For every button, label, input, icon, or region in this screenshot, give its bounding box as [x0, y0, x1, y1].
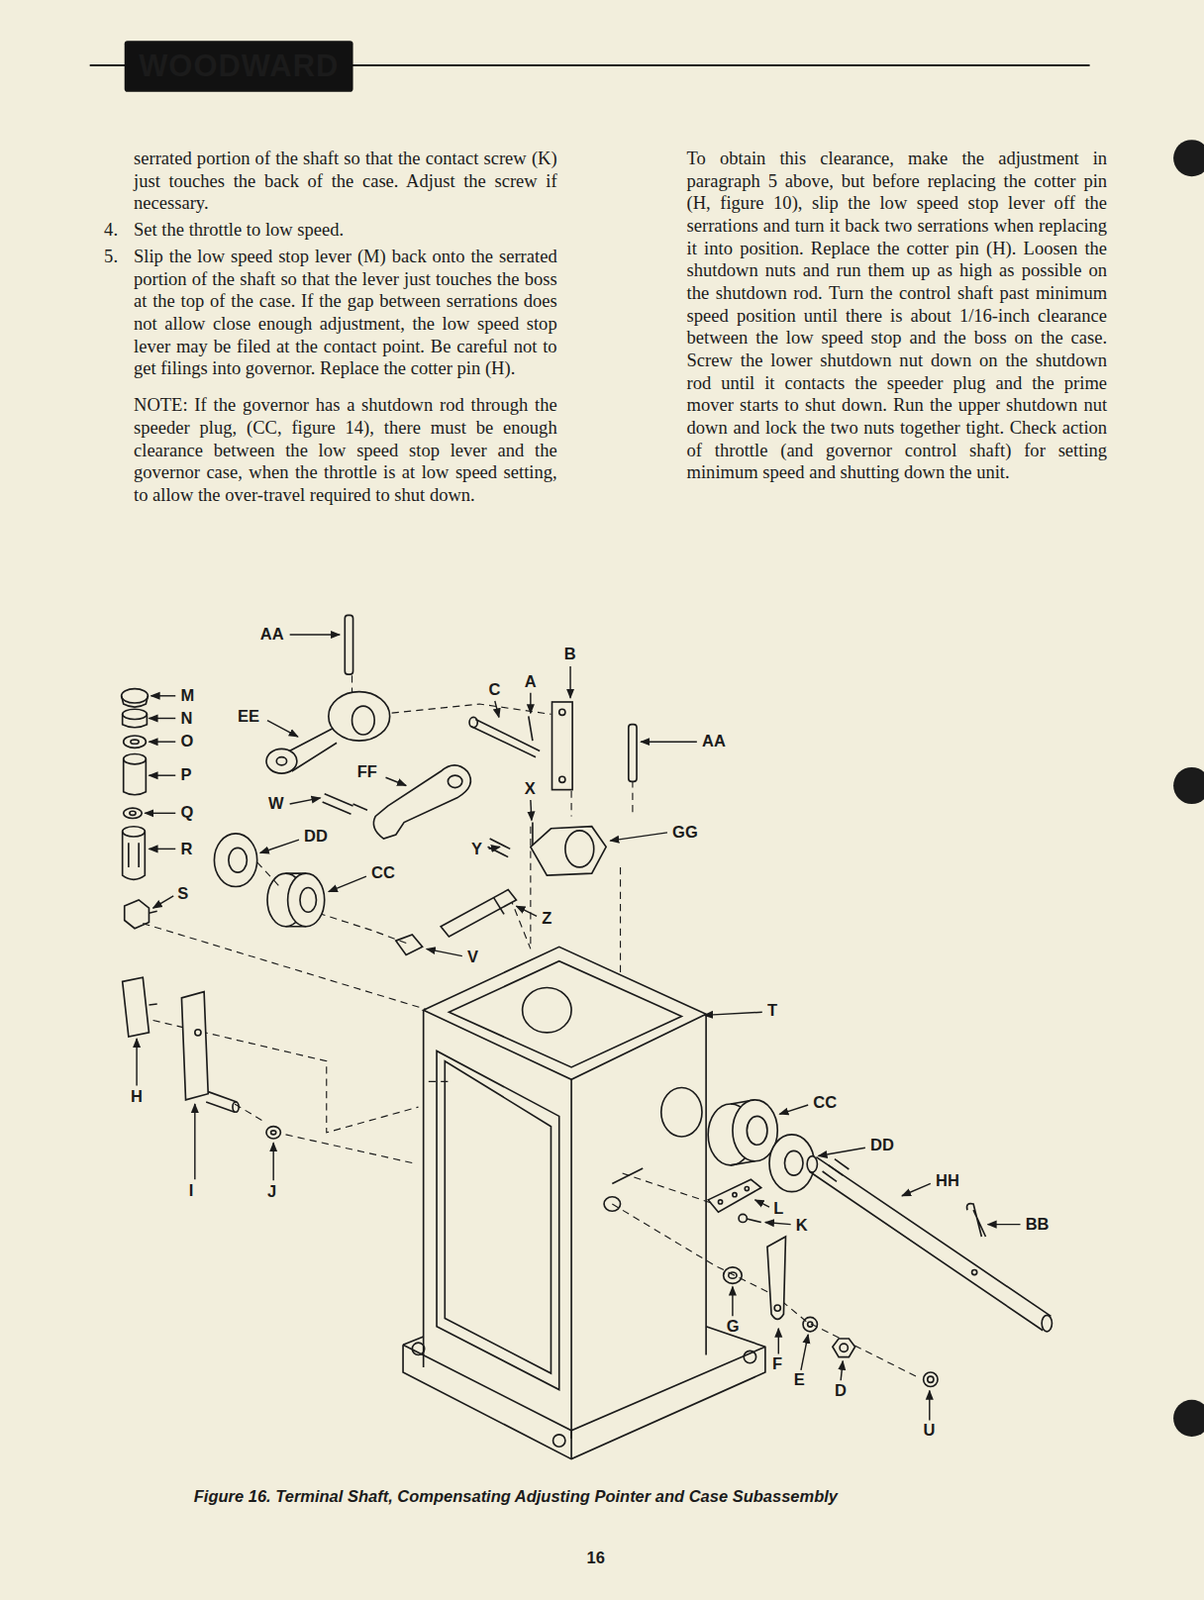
callout-letter: P	[180, 766, 192, 786]
callout-letter: W	[268, 795, 285, 814]
callout-letter: D	[834, 1381, 847, 1401]
callout-letter: X	[524, 779, 536, 799]
callout-letter: M	[180, 687, 195, 706]
callout-letter: EE	[237, 706, 260, 726]
callout-letter: S	[177, 884, 189, 903]
note-paragraph: NOTE: If the governor has a shutdown rod…	[133, 394, 558, 506]
callout-letter: DD	[303, 827, 328, 847]
callout-letter: Z	[541, 908, 552, 928]
callout-letter: HH	[935, 1172, 960, 1192]
callout-letter: DD	[870, 1136, 895, 1156]
callout-letter: T	[767, 1002, 778, 1021]
step-number: 5.	[103, 244, 118, 268]
logo-text: WOODWARD	[138, 48, 339, 83]
callout-letter: AA	[702, 732, 726, 752]
step-text: Set the throttle to low speed.	[133, 218, 558, 242]
page-number: 16	[587, 1548, 605, 1568]
callout-letter: G	[726, 1316, 740, 1336]
callout-letter: CC	[371, 864, 396, 884]
text-column: To obtain this clearance, make the adjus…	[687, 146, 1108, 484]
callout-letter: K	[796, 1215, 808, 1235]
callout-letter: U	[923, 1420, 936, 1440]
figure-caption: Figure 16. Terminal Shaft, Compensating …	[194, 1486, 838, 1507]
callout-letter: CC	[812, 1094, 837, 1113]
list-item: 4.Set the throttle to low speed.	[133, 218, 558, 242]
body-paragraph: To obtain this clearance, make the adjus…	[687, 146, 1108, 484]
callout-letter: A	[524, 672, 537, 692]
list-item: 5.Slip the low speed stop lever (M) back…	[133, 244, 558, 380]
callout-letter: V	[467, 947, 479, 967]
text-column: serrated portion of the shaft so that th…	[133, 146, 558, 506]
callout-letter: Y	[471, 839, 483, 859]
step-text: Slip the low speed stop lever (M) back o…	[133, 244, 558, 380]
callout-letter: AA	[260, 625, 285, 645]
body-paragraph: serrated portion of the shaft so that th…	[133, 146, 558, 214]
callout-letter: BB	[1025, 1214, 1050, 1234]
callout-letter: L	[773, 1200, 784, 1219]
callout-letter: C	[489, 680, 502, 700]
callout-letter: J	[267, 1182, 277, 1202]
callout-letter: Q	[180, 803, 194, 823]
callout-letter: FF	[357, 763, 378, 783]
callout-letter: GG	[672, 823, 699, 843]
logo-box: WOODWARD	[124, 40, 354, 93]
callout-letter: F	[772, 1355, 783, 1375]
callout-letter: H	[130, 1088, 143, 1107]
callout-letter: O	[180, 732, 194, 752]
callout-letter: B	[564, 644, 577, 664]
callout-letter: N	[180, 708, 193, 728]
callout-letter: E	[794, 1371, 805, 1391]
step-number: 4.	[103, 218, 118, 242]
callout-letter: R	[180, 839, 193, 859]
callout-letter: I	[189, 1181, 195, 1201]
